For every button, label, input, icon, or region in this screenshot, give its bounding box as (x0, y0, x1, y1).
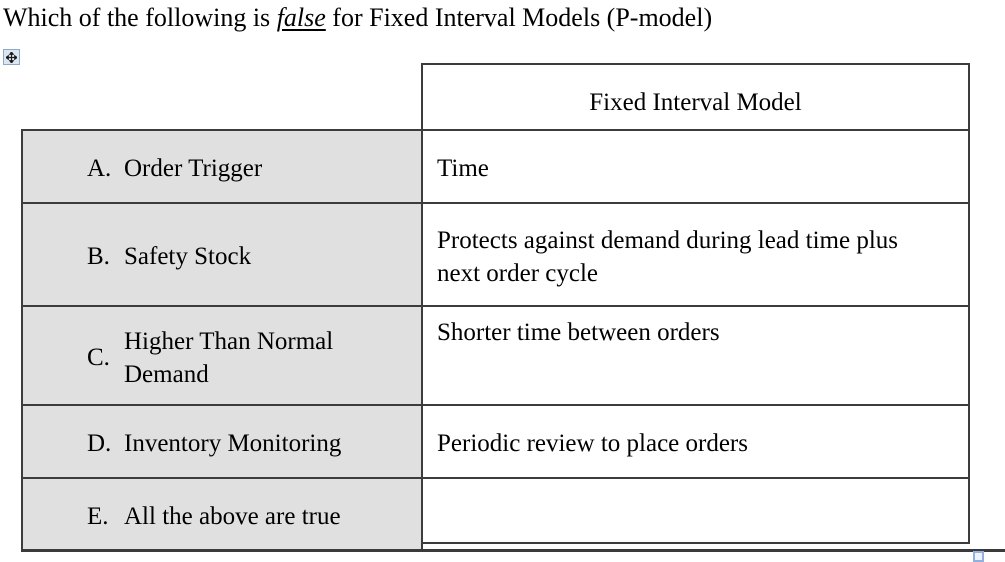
table-header-cell: Fixed Interval Model (421, 63, 970, 131)
option-label-c: Higher Than Normal Demand (124, 328, 334, 388)
table-move-handle[interactable] (3, 49, 20, 65)
option-letter-d: D. (87, 430, 112, 458)
option-label-e: All the above are true (124, 502, 341, 530)
description-text-c: Shorter time between orders (437, 319, 720, 346)
option-letter-c: C. (87, 344, 110, 372)
description-cell-c: Shorter time between orders (421, 305, 970, 406)
description-text-b: Protects against demand during lead time… (437, 227, 899, 287)
description-cell-a: Time (421, 129, 970, 204)
question-title-prefix: Which of the following is (3, 3, 277, 32)
option-cell-b: B. Safety Stock (21, 202, 423, 307)
question-title-emphasis: false (276, 3, 326, 32)
move-arrows-icon (6, 51, 17, 63)
question-title: Which of the following is false for Fixe… (3, 2, 712, 33)
description-text-d: Periodic review to place orders (437, 430, 748, 458)
description-text-a: Time (437, 155, 489, 183)
option-label-a: Order Trigger (124, 155, 263, 183)
description-cell-d: Periodic review to place orders (421, 404, 970, 479)
option-letter-b: B. (87, 243, 110, 271)
option-letter-a: A. (87, 155, 112, 183)
option-label-b: Safety Stock (124, 243, 252, 271)
bottom-horizontal-rule (21, 549, 1005, 552)
option-cell-a: A. Order Trigger (21, 129, 423, 204)
description-cell-e (421, 477, 970, 544)
table-resize-handle[interactable] (973, 551, 984, 562)
description-cell-b: Protects against demand during lead time… (421, 202, 970, 307)
option-cell-c: C. Higher Than Normal Demand (21, 305, 423, 406)
option-label-d: Inventory Monitoring (124, 430, 342, 458)
table-header-label: Fixed Interval Model (589, 88, 802, 116)
question-title-suffix: for Fixed Interval Models (P-model) (325, 3, 713, 32)
option-cell-e: E. All the above are true (21, 477, 423, 551)
option-letter-e: E. (87, 502, 109, 530)
option-cell-d: D. Inventory Monitoring (21, 404, 423, 479)
